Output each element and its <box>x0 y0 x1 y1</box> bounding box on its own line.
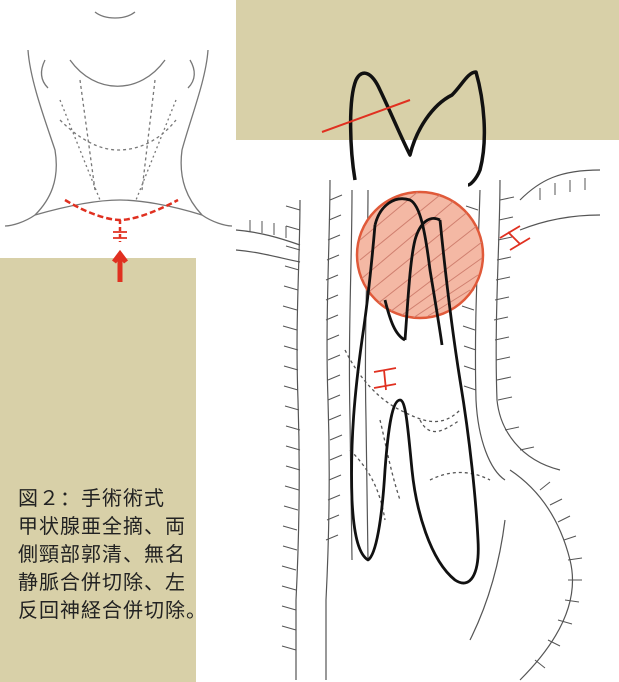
collar-incision <box>65 200 178 242</box>
caption-line-4: 静脈合併切除、左 <box>18 568 248 596</box>
caption-line-5: 反回神経合併切除。 <box>18 596 248 624</box>
caption-line-1: 図２：手術術式 <box>18 484 248 512</box>
caption-line-3: 側頸部郭清、無名 <box>18 540 248 568</box>
caption-line-2: 甲状腺亜全摘、両 <box>18 512 248 540</box>
black-freehand-outline <box>351 72 485 185</box>
incision-arrow-icon <box>114 254 126 282</box>
figure-caption: 図２：手術術式 甲状腺亜全摘、両 側頸部郭清、無名 静脈合併切除、左 反回神経合… <box>18 484 248 624</box>
neck-inset-drawing <box>5 12 232 226</box>
